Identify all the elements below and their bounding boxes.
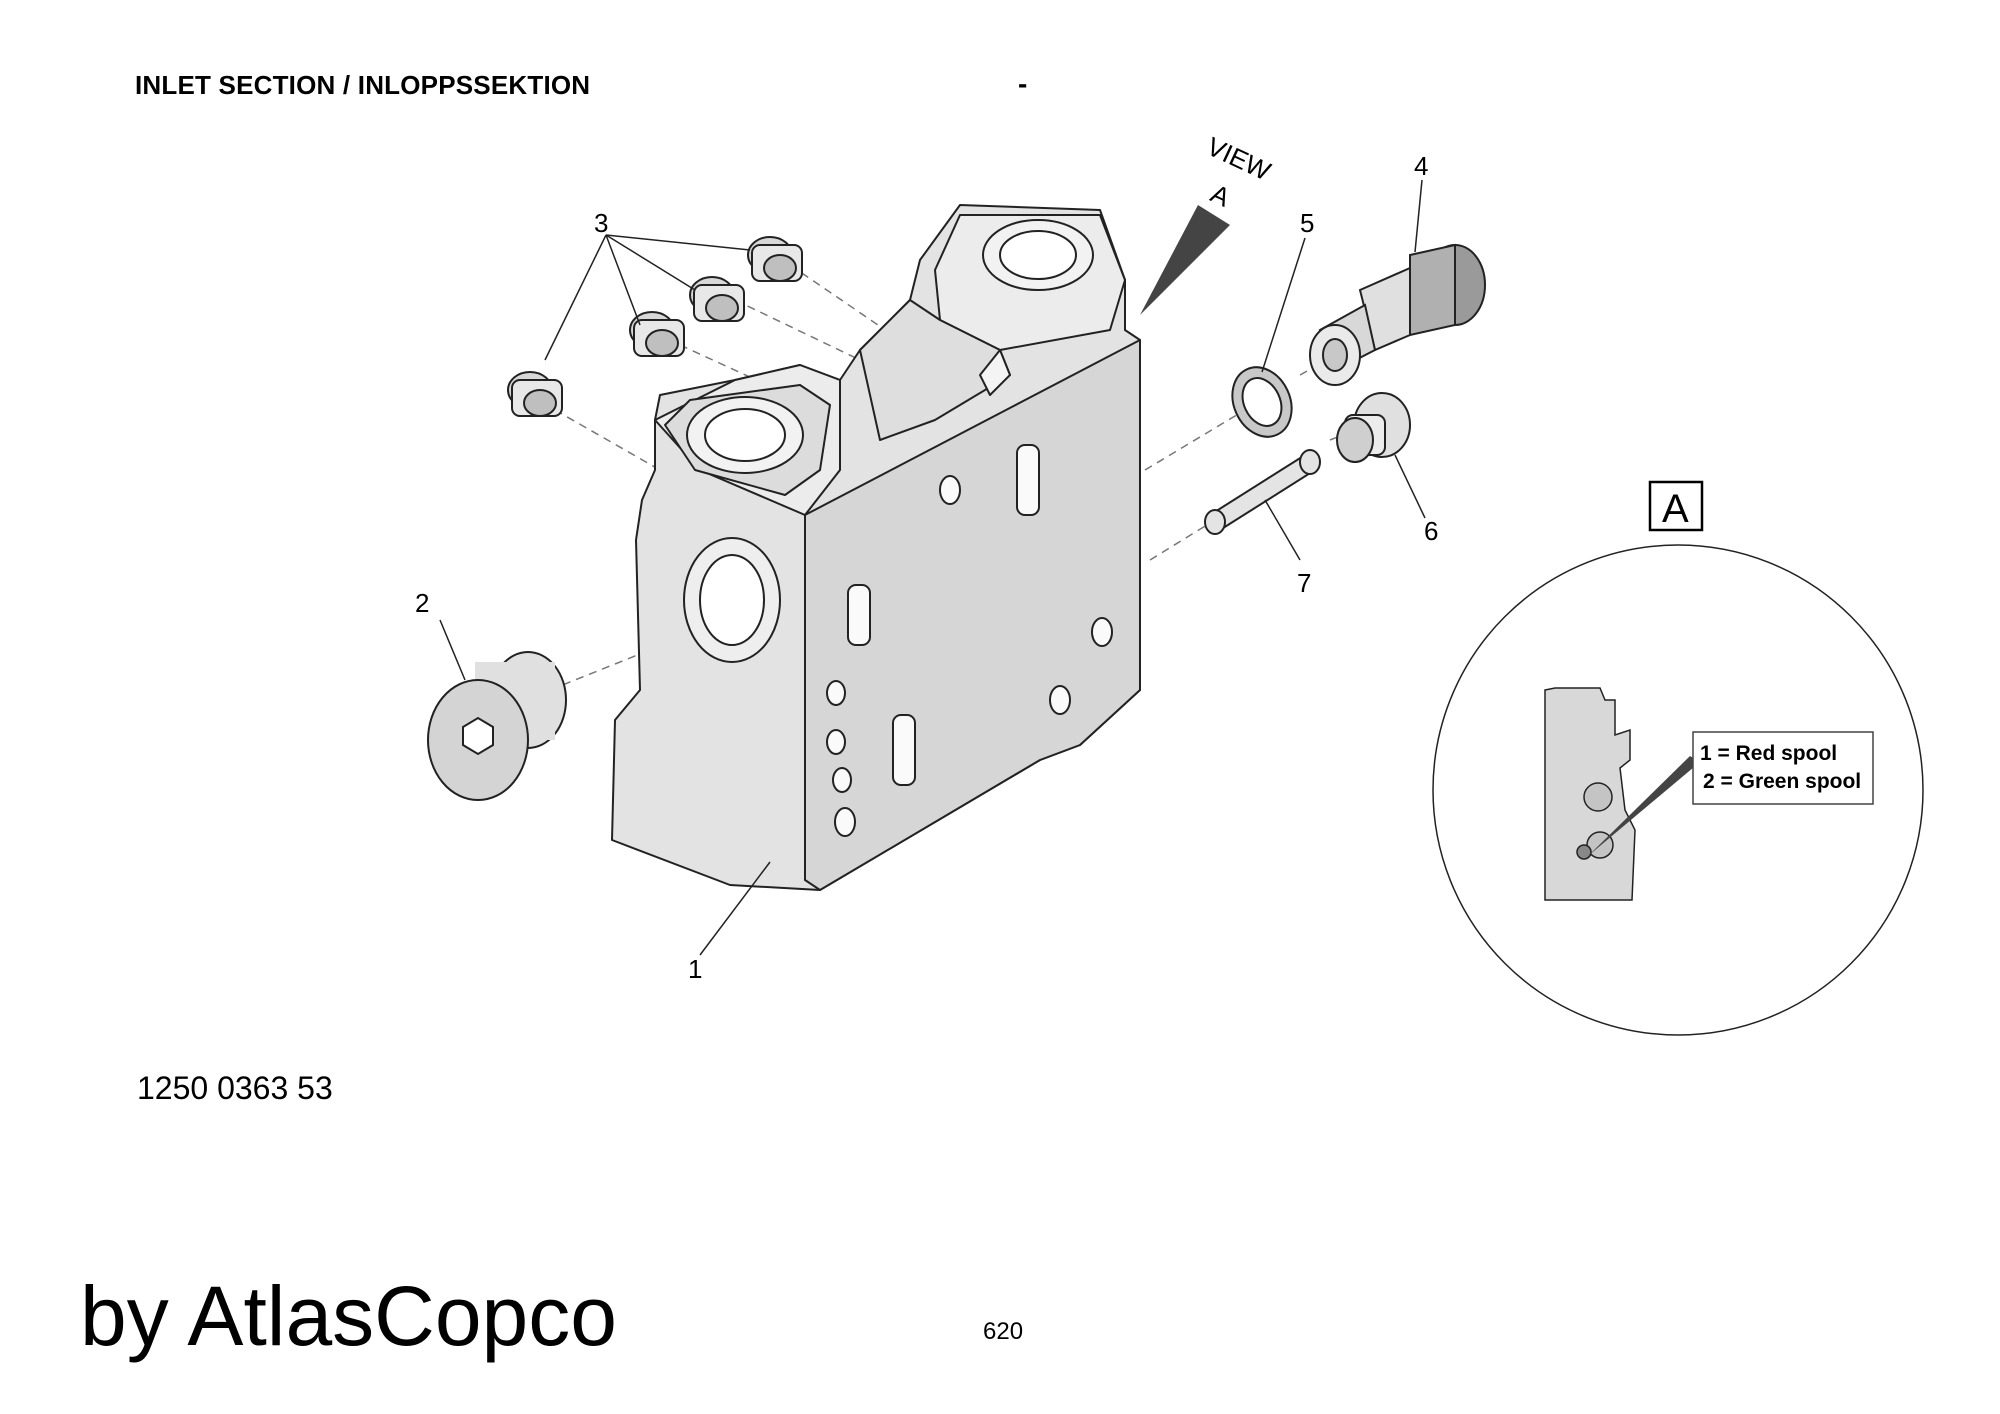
- view-label-line2: A: [1206, 178, 1235, 213]
- detail-view-label: A: [1662, 487, 1689, 531]
- title-separator: -: [1018, 68, 1028, 99]
- view-label-line1: VIEW: [1202, 131, 1275, 186]
- callout-3: 3: [594, 208, 608, 238]
- callout-7: 7: [1297, 568, 1311, 598]
- page-number: 620: [983, 1318, 1024, 1345]
- callout-5: 5: [1300, 208, 1314, 238]
- callout-6: 6: [1424, 516, 1438, 546]
- legend-item-2: 2 = Green spool: [1703, 770, 1861, 793]
- seal-ring: [1231, 366, 1293, 438]
- legend-item-1: 1 = Red spool: [1700, 742, 1837, 765]
- detail-view-label-box: [1648, 480, 1704, 532]
- plug-3b: [689, 276, 745, 322]
- callout-1: 1: [688, 954, 702, 984]
- brand-footer: by AtlasCopco: [80, 1269, 617, 1363]
- large-plug: [427, 651, 567, 801]
- part-number: 1250 0363 53: [137, 1070, 333, 1106]
- pin: [1204, 449, 1321, 535]
- detail-view-a: A 1 = Red spool 2 = Green spool: [1432, 480, 1924, 1036]
- plug-3c: [629, 311, 685, 357]
- plug-3a: [747, 236, 803, 282]
- callout-labels: 1 2 3 4 5 6 7: [415, 151, 1438, 984]
- plug-3d: [507, 371, 563, 417]
- relief-valve: [1309, 243, 1486, 386]
- plug-6: [1336, 392, 1411, 463]
- callout-2: 2: [415, 588, 429, 618]
- page-title: INLET SECTION / INLOPPSSEKTION: [135, 70, 591, 100]
- plug-set: [507, 236, 803, 417]
- callout-4: 4: [1414, 151, 1428, 181]
- leader-lines: [439, 179, 1426, 956]
- view-arrow: VIEW A: [1140, 131, 1276, 315]
- legend-box: [1692, 731, 1874, 805]
- valve-body: [611, 204, 1141, 891]
- detail-view-circle: [1432, 544, 1924, 1036]
